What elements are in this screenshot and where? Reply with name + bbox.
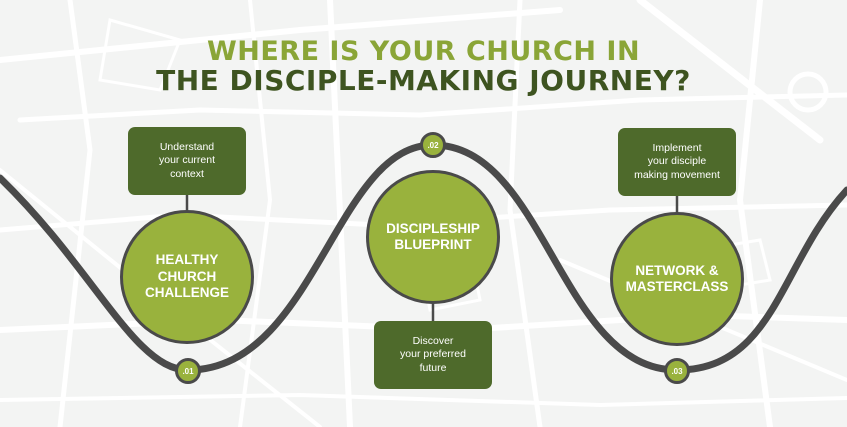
- step-1-description-box: Understand your current context: [128, 127, 246, 195]
- step-3-name: NETWORK & MASTERCLASS: [625, 262, 729, 295]
- step-2-name: DISCIPLESHIP BLUEPRINT: [386, 220, 480, 253]
- step-1-number: .01: [182, 366, 194, 376]
- step-2-description-box: Discover your preferred future: [374, 321, 492, 389]
- step-1-name: HEALTHY CHURCH CHALLENGE: [145, 252, 229, 301]
- step-2-circle: DISCIPLESHIP BLUEPRINT: [366, 170, 500, 304]
- step-1-circle: HEALTHY CHURCH CHALLENGE: [120, 210, 254, 344]
- step-3-description: Implement your disciple making movement: [634, 141, 720, 181]
- step-3-number-badge: .03: [664, 358, 690, 384]
- step-1-number-badge: .01: [175, 358, 201, 384]
- step-3-description-box: Implement your disciple making movement: [618, 128, 736, 196]
- title-line-2: THE DISCIPLE-MAKING JOURNEY?: [156, 64, 691, 97]
- step-2-number: .02: [427, 140, 439, 150]
- title-line-1: WHERE IS YOUR CHURCH IN: [206, 36, 641, 67]
- step-1-description: Understand your current context: [158, 140, 216, 180]
- step-3-circle: NETWORK & MASTERCLASS: [610, 212, 744, 346]
- step-2-description: Discover your preferred future: [400, 334, 466, 374]
- step-3-number: .03: [671, 366, 683, 376]
- step-2-number-badge: .02: [420, 132, 446, 158]
